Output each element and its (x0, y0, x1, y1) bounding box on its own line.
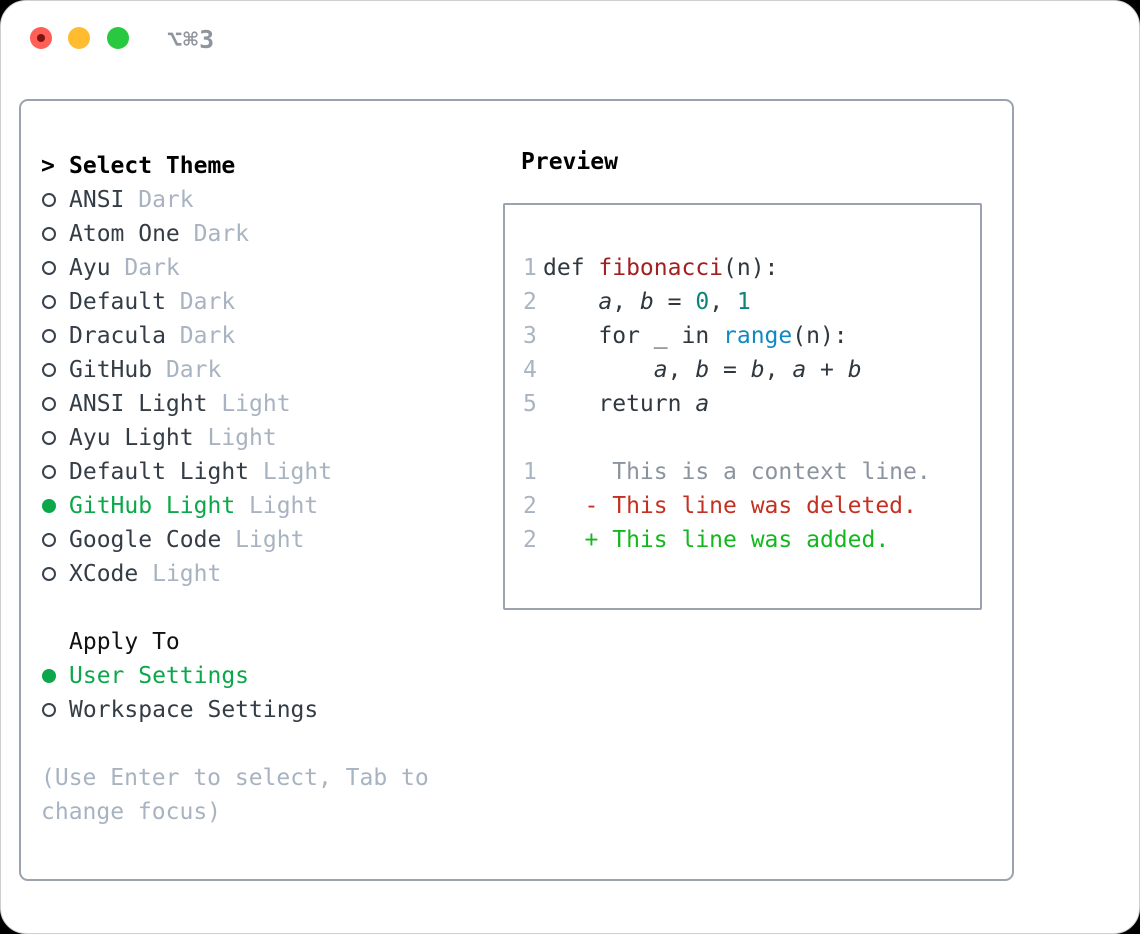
theme-option-atom-one[interactable]: Atom One Dark (41, 217, 1012, 251)
variant-tag: Light (249, 459, 333, 485)
variant-tag: Dark (110, 255, 180, 281)
apply-option-user-settings[interactable]: User Settings (41, 659, 1012, 693)
theme-option-ayu[interactable]: Ayu Dark (41, 251, 1012, 285)
line-number: 2 (523, 527, 537, 553)
theme-option-ansi[interactable]: ANSI Dark (41, 183, 1012, 217)
select-theme-header: Select Theme (69, 153, 236, 179)
unsaved-dot-icon (37, 34, 45, 42)
variant-tag: Light (207, 391, 291, 417)
radio-unselected-icon (42, 261, 56, 275)
radio-unselected-icon (42, 465, 56, 479)
radio-unselected-icon (42, 363, 56, 377)
minimize-button[interactable] (68, 27, 90, 49)
variant-tag: Light (221, 527, 305, 553)
line-number: 2 (523, 493, 537, 519)
line-number: 5 (523, 391, 537, 417)
radio-unselected-icon (42, 431, 56, 445)
option-label: Default (69, 289, 166, 315)
theme-option-default-light[interactable]: Default Light Light (41, 455, 1012, 489)
code-line (523, 421, 980, 455)
radio-unselected-icon (42, 193, 56, 207)
theme-option-google-code[interactable]: Google Code Light (41, 523, 1012, 557)
option-label: GitHub (69, 357, 153, 383)
option-label: Atom One (69, 221, 180, 247)
variant-tag: Dark (165, 289, 236, 315)
variant-tag: Dark (124, 187, 194, 213)
code-line: 2 - This line was deleted. (523, 493, 917, 519)
variant-tag: Light (138, 561, 222, 587)
line-number: 4 (523, 357, 537, 383)
option-label: Ayu Light (69, 425, 194, 451)
option-label: User Settings (69, 663, 250, 689)
apply-to-header-row: Apply To (41, 625, 1012, 659)
line-number: 3 (523, 323, 537, 349)
radio-unselected-icon (42, 227, 56, 241)
option-label: Workspace Settings (69, 697, 319, 723)
code-line: 2 a, b = 0, 1 (523, 289, 751, 315)
theme-option-ansi-light[interactable]: ANSI Light Light (41, 387, 1012, 421)
radio-unselected-icon (42, 533, 56, 547)
radio-unselected-icon (42, 397, 56, 411)
theme-option-ayu-light[interactable]: Ayu Light Light (41, 421, 1012, 455)
theme-option-github[interactable]: GitHub Dark (41, 353, 1012, 387)
variant-tag: Light (235, 493, 319, 519)
option-label: Default Light (69, 459, 250, 485)
line-number: 2 (523, 289, 537, 315)
cursor-caret-icon: > (41, 153, 55, 179)
line-number: 1 (523, 255, 537, 281)
option-label: Dracula (69, 323, 166, 349)
preview-header: Preview (521, 149, 618, 175)
option-label: XCode (69, 561, 139, 587)
theme-option-dracula[interactable]: Dracula Dark (41, 319, 1012, 353)
variant-tag: Dark (165, 323, 236, 349)
option-label: ANSI Light (69, 391, 208, 417)
close-button[interactable] (30, 27, 52, 49)
code-line: 1 This is a context line. (523, 459, 931, 485)
radio-selected-icon (42, 669, 56, 683)
radio-unselected-icon (42, 329, 56, 343)
line-number: 1 (523, 459, 537, 485)
window-title: ⌥⌘3 (167, 25, 216, 54)
keyboard-hint: (Use Enter to select, Tab to change focu… (41, 761, 1012, 829)
keyboard-hint-line1: (Use Enter to select, Tab to (41, 765, 429, 791)
apply-to-header: Apply To (69, 629, 180, 655)
variant-tag: Dark (152, 357, 222, 383)
variant-tag: Light (193, 425, 277, 451)
option-label: ANSI (69, 187, 125, 213)
keyboard-hint-line2: change focus) (41, 799, 222, 825)
radio-selected-icon (42, 499, 56, 513)
theme-option-default[interactable]: Default Dark (41, 285, 1012, 319)
code-line: 5 return a (523, 391, 710, 417)
radio-unselected-icon (42, 703, 56, 717)
code-line: 3 for _ in range(n): (523, 323, 848, 349)
option-label: GitHub Light (69, 493, 236, 519)
zoom-button[interactable] (107, 27, 129, 49)
option-label: Google Code (69, 527, 222, 553)
radio-unselected-icon (42, 567, 56, 581)
theme-option-github-light[interactable]: GitHub Light Light (41, 489, 1012, 523)
variant-tag: Dark (179, 221, 250, 247)
code-line: 2 + This line was added. (523, 527, 890, 553)
code-line: 4 a, b = b, a + b (523, 357, 862, 383)
apply-option-workspace-settings[interactable]: Workspace Settings (41, 693, 1012, 727)
option-label: Ayu (69, 255, 111, 281)
title-bar: ⌥⌘3 (1, 1, 1139, 75)
radio-unselected-icon (42, 295, 56, 309)
theme-option-xcode[interactable]: XCode Light (41, 557, 1012, 591)
select-theme-header-row: > Select Theme (41, 149, 1012, 183)
